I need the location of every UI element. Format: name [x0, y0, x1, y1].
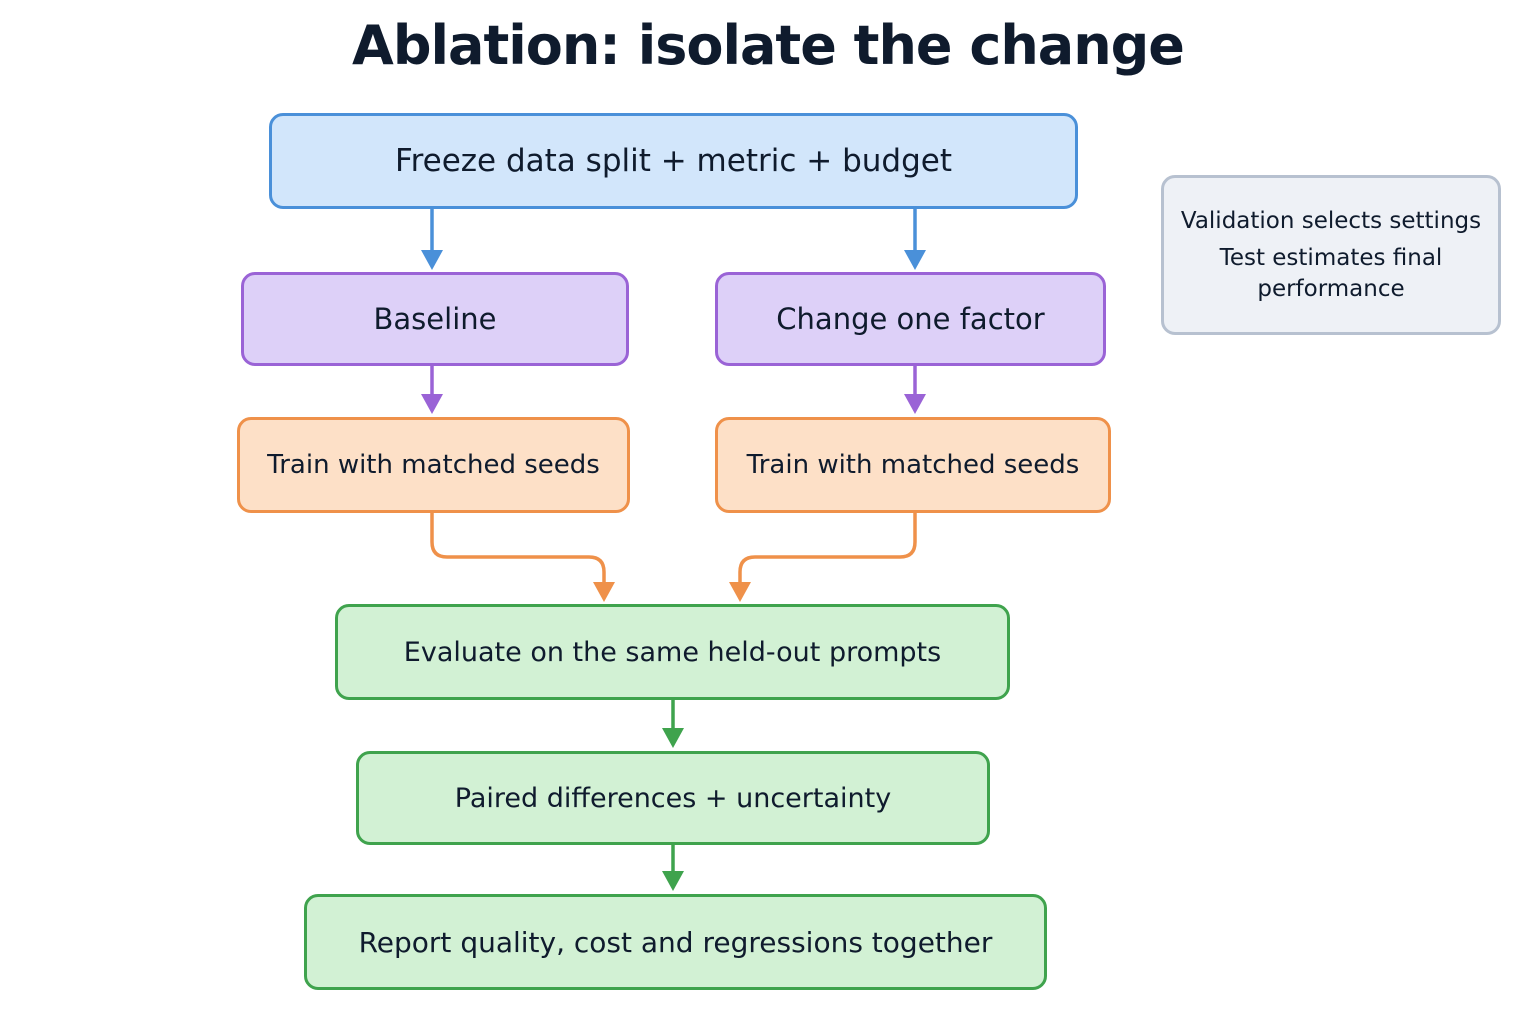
arrow-evaluate-to-paired	[662, 700, 684, 748]
change-factor-node: Change one factor	[715, 272, 1106, 366]
arrow-freeze-to-change	[904, 209, 926, 270]
baseline-node: Baseline	[241, 272, 629, 366]
arrow-paired-to-report	[662, 845, 684, 891]
evaluate-node: Evaluate on the same held-out prompts	[335, 604, 1010, 700]
arrow-change-to-train	[904, 366, 926, 414]
validation-note: Validation selects settings Test estimat…	[1161, 175, 1501, 335]
note-line-2: Test estimates final	[1219, 244, 1443, 271]
freeze-node: Freeze data split + metric + budget	[269, 113, 1078, 209]
paired-differences-node: Paired differences + uncertainty	[356, 751, 990, 845]
note-line-3: performance	[1257, 275, 1405, 302]
train-change-node: Train with matched seeds	[715, 417, 1111, 513]
arrow-train-change-to-evaluate	[729, 513, 917, 602]
diagram-title: Ablation: isolate the change	[352, 14, 1185, 77]
arrow-freeze-to-baseline	[421, 209, 443, 270]
arrow-baseline-to-train	[421, 366, 443, 414]
note-line-1: Validation selects settings	[1180, 207, 1482, 234]
arrow-train-baseline-to-evaluate	[430, 513, 615, 602]
report-node: Report quality, cost and regressions tog…	[304, 894, 1047, 990]
train-baseline-node: Train with matched seeds	[237, 417, 630, 513]
